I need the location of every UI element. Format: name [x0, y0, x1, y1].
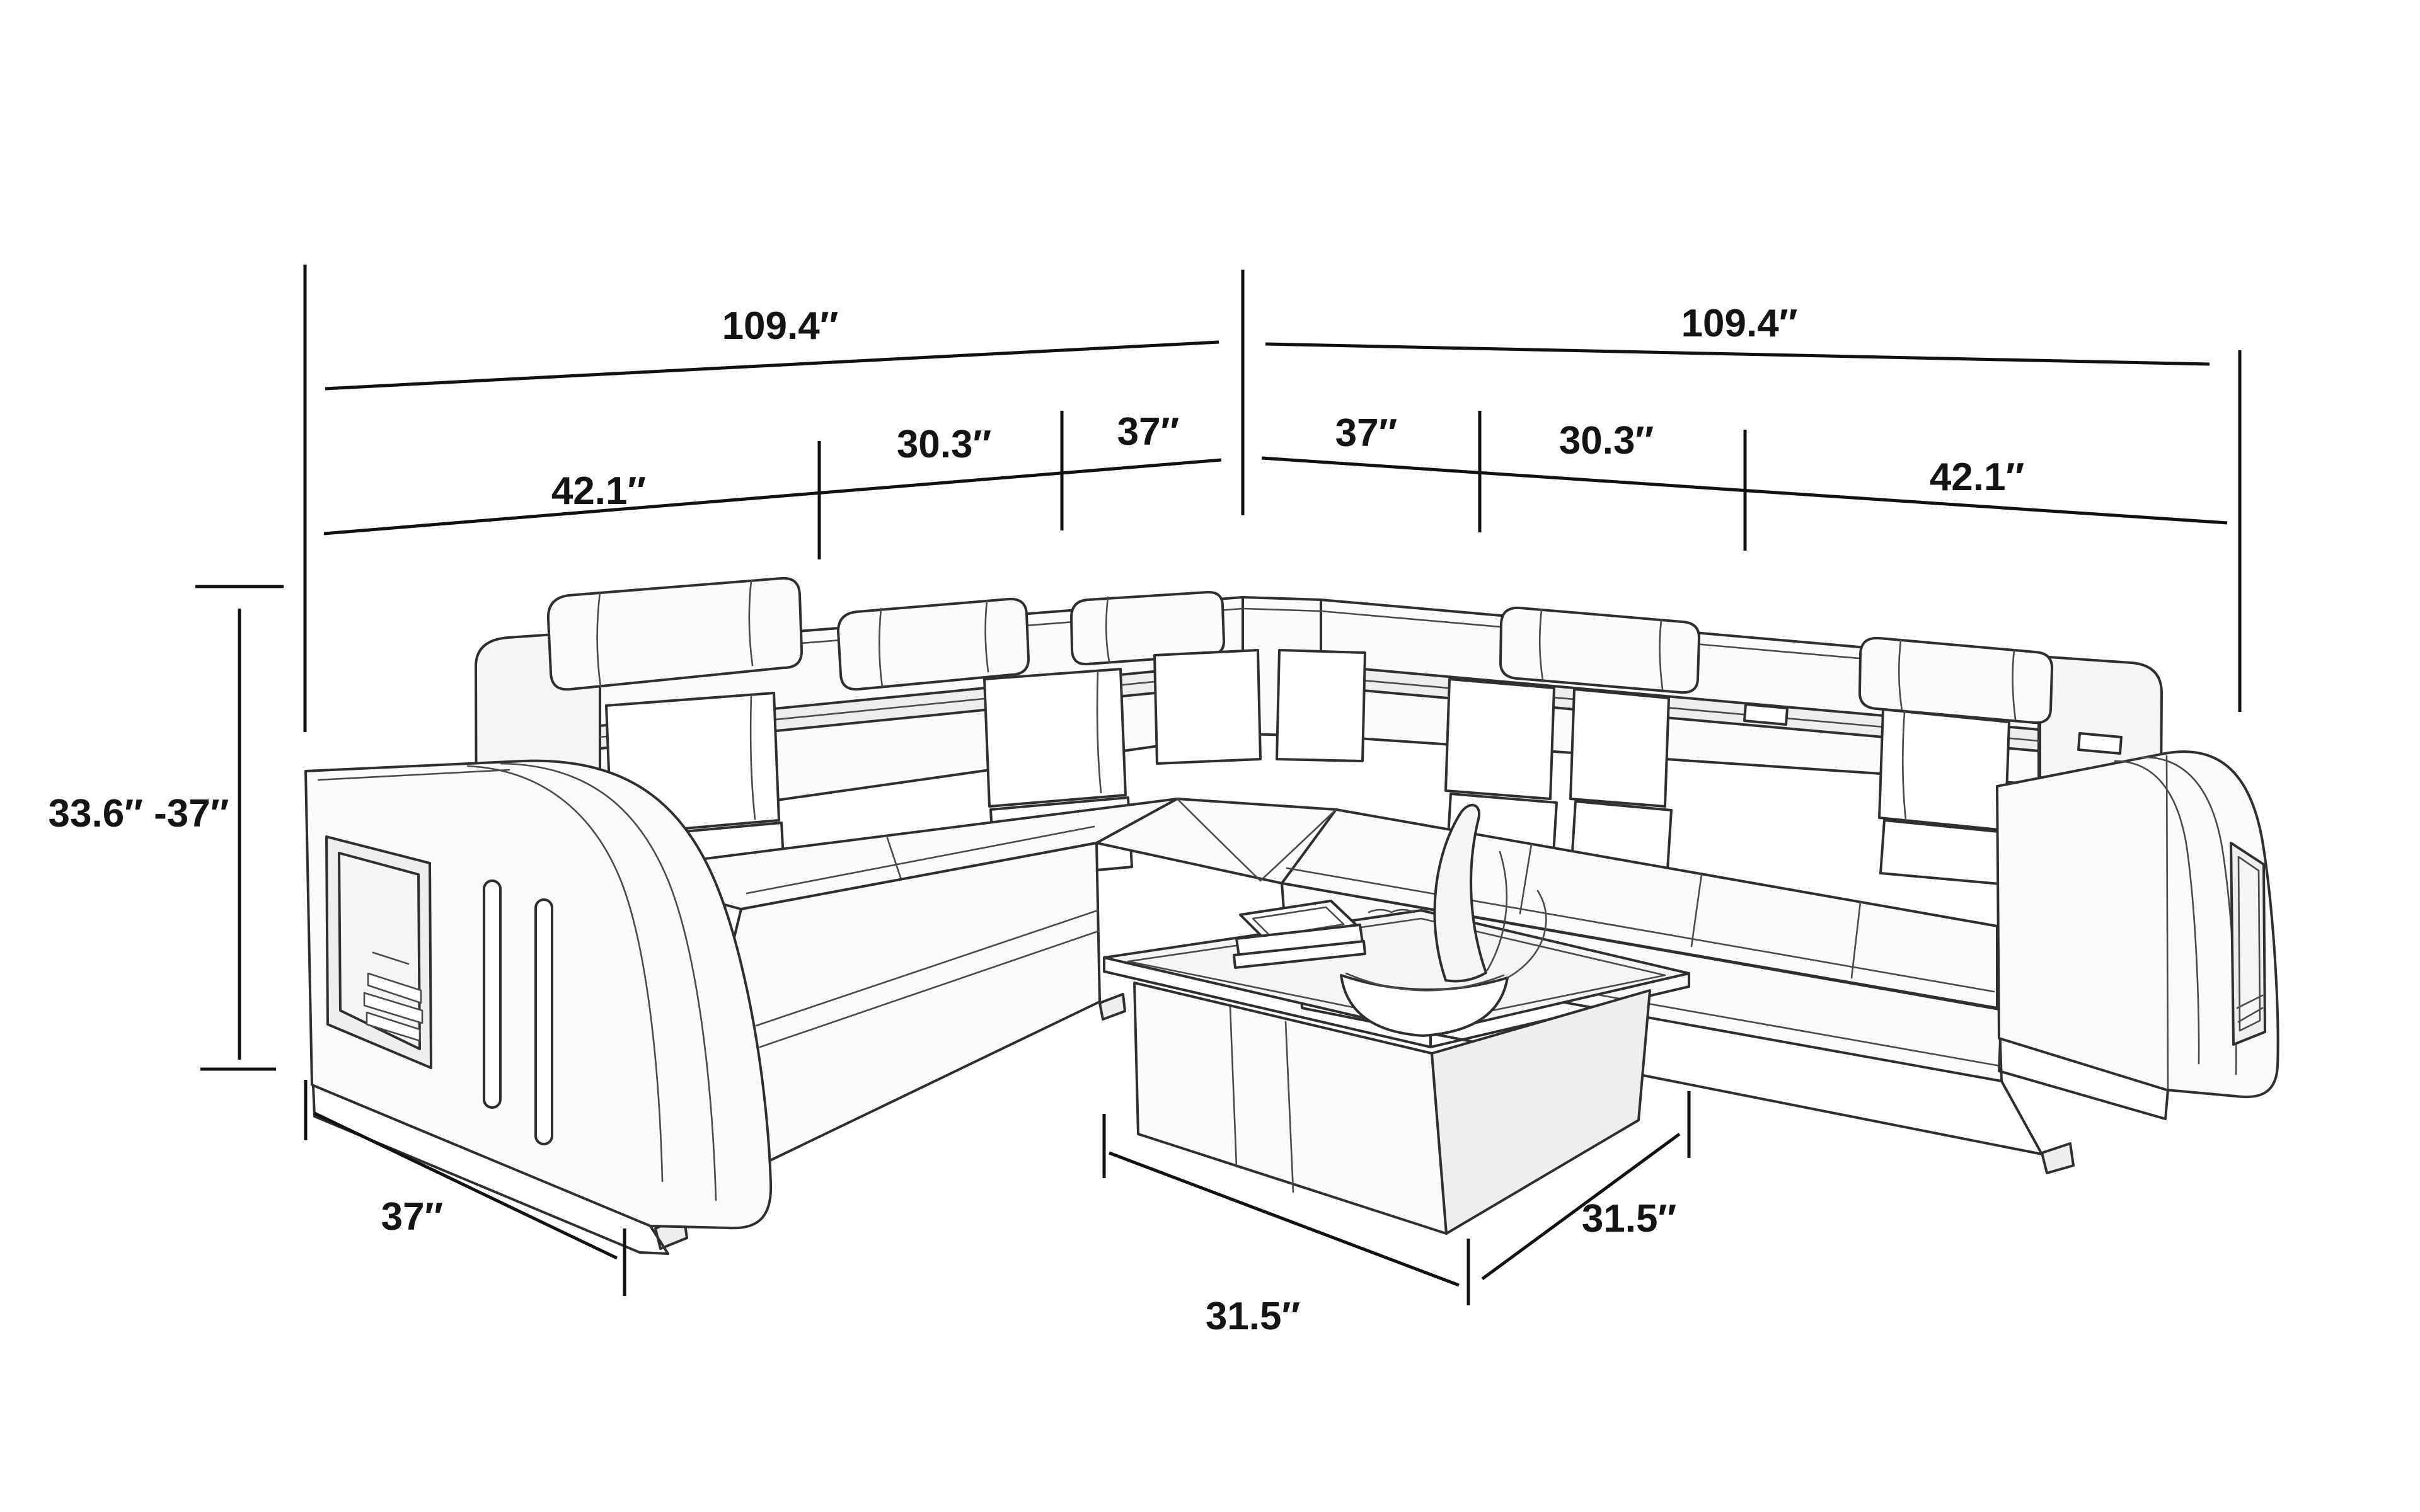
window-book-3: [366, 1011, 421, 1042]
right-armrest-skirt: [1998, 1040, 2169, 1120]
dim-left-wing-segments: 42.1″ 30.3″ 37″: [323, 410, 1222, 559]
seat-right-lip: [1286, 867, 1995, 993]
decor-goose-wing: [1486, 850, 1508, 971]
headrest-paddle-3-seam: [1105, 596, 1110, 663]
decor-book-2: [1233, 940, 1366, 969]
back-cushion-l2-seam: [1096, 670, 1102, 794]
back-cushion-corner-2: [1276, 649, 1366, 762]
dimension-annotations: 109.4″ 109.4″ 42.1″ 30.3″ 37″ 37″ 30.3″ …: [49, 265, 2242, 1338]
dim-line: [325, 340, 1219, 391]
seat-right-seam-3: [1850, 901, 1862, 979]
seat-right-seam-1: [1519, 843, 1533, 915]
left-armrest-band-1: [500, 762, 717, 1201]
dim-line: [1265, 342, 2210, 366]
right-window-shelf-1: [2236, 994, 2264, 1009]
window-book-2: [363, 992, 424, 1024]
right-armrest-window-recess: [2237, 856, 2261, 1032]
base-left-slot-a: [755, 909, 1099, 1027]
dim-label-armrest-width: 37″: [381, 1195, 444, 1239]
coffee-table-sketch: [1103, 804, 1690, 1235]
back-cushion-r3-seam: [1901, 711, 1907, 822]
headrest-paddle-5-seam-a: [1898, 639, 1903, 712]
dim-label-left-segment-2: 30.3″: [897, 423, 991, 466]
seat-right-seam-2: [1690, 873, 1703, 948]
headrest-paddle-5-seam-b: [2012, 649, 2017, 721]
headrest-paddle-4-seam-b: [1659, 619, 1664, 690]
dim-label-right-segment-3: 42.1″: [1930, 455, 2024, 499]
dim-left-wing-total: 109.4″: [325, 304, 1219, 391]
headrest-paddle-4: [1499, 606, 1701, 694]
headrest-paddle-5: [1858, 636, 2054, 724]
dim-line: [1481, 1132, 1681, 1281]
dim-label-table-depth: 31.5″: [1582, 1197, 1676, 1240]
headrest-paddle-4-seam-a: [1538, 609, 1544, 682]
headrest-paddle-1-seam-b: [748, 580, 754, 667]
table-base-stripe-2: [1284, 1021, 1294, 1193]
headrest-paddles: [546, 576, 2054, 724]
dim-line: [313, 1111, 618, 1260]
seat-corner-seam-a: [1176, 798, 1262, 882]
back-cushion-corner-1: [1153, 649, 1262, 765]
dim-line: [323, 458, 1222, 536]
table-base-right-face: [1431, 989, 1651, 1235]
dim-table-depth: 31.5″: [1481, 1091, 1691, 1281]
dim-label-right-segment-1: 37″: [1335, 411, 1398, 455]
dim-label-left-segment-1: 42.1″: [551, 469, 646, 513]
dim-label-right-wing-total: 109.4″: [1681, 302, 1798, 345]
dim-line: [1109, 1151, 1460, 1287]
window-book-1: [367, 972, 422, 1004]
left-armrest-window-recess: [338, 852, 421, 1050]
rail-clip-right-2: [2077, 732, 2123, 755]
left-armrest-skirt: [312, 1085, 669, 1255]
dim-label-right-segment-2: 30.3″: [1559, 419, 1654, 462]
seat-left-lip: [746, 825, 1095, 895]
dim-table-width: 31.5″: [1102, 1114, 1470, 1338]
window-shelf-line: [372, 951, 410, 965]
right-armrest: [1996, 750, 2279, 1120]
dim-right-wing-segments: 37″ 30.3″ 42.1″: [1261, 411, 2228, 551]
dim-label-back-height: 33.6″ -37″: [49, 792, 229, 835]
foot-middle: [1098, 993, 1126, 1021]
seat-corner-seam-b: [1259, 808, 1337, 882]
left-armrest-top-stripe: [317, 769, 510, 781]
base-left-slot-b: [759, 930, 1100, 1048]
right-armrest-band-2: [2114, 760, 2200, 1065]
left-armrest-led-slot-2: [534, 898, 553, 1145]
dim-label-left-wing-total: 109.4″: [722, 304, 839, 348]
lumbar-cushion-r3: [1879, 819, 2012, 886]
rail-clip-right-1: [1743, 703, 1789, 726]
back-cushion-r3: [1878, 708, 2010, 832]
table-top-items: [1233, 804, 1547, 1037]
headrest-paddle-3: [1070, 590, 1225, 666]
headrest-paddle-1: [546, 576, 804, 691]
back-corner-ridge-line: [1242, 607, 1322, 612]
back-cushion-r2: [1569, 688, 1670, 808]
left-armrest: [304, 759, 773, 1255]
back-cushion-l1-seam: [749, 694, 756, 820]
dim-armrest-width: 37″: [304, 1080, 626, 1296]
dim-label-left-segment-3: 37″: [1117, 410, 1180, 454]
headrest-paddle-1-seam-a: [596, 591, 602, 688]
back-cushion-r1: [1444, 678, 1555, 800]
decor-handle-arc: [1506, 890, 1547, 979]
right-armrest-corner-edge: [2165, 755, 2169, 1091]
decor-glasses: [1368, 908, 1415, 914]
left-armrest-led-slot-1: [483, 879, 502, 1109]
dim-label-table-width: 31.5″: [1206, 1295, 1300, 1338]
back-cushion-l2: [983, 668, 1127, 808]
headrest-paddle-2: [837, 597, 1030, 691]
dim-right-wing-total: 109.4″: [1265, 302, 2210, 366]
right-armrest-body: [1996, 750, 2279, 1099]
right-window-shelf-2: [2237, 1007, 2264, 1023]
table-base-stripe-1: [1229, 1005, 1238, 1168]
decor-box-inner: [1252, 906, 1345, 937]
decor-bowl-rim: [1345, 972, 1505, 992]
foot-right: [2041, 1142, 2075, 1174]
dim-back-height: 33.6″ -37″: [49, 585, 284, 1071]
headrest-paddle-2-seam-a: [878, 607, 884, 688]
headrest-paddle-2-seam-b: [984, 600, 989, 673]
decor-goose-sculpture: [1433, 804, 1487, 983]
left-armrest-band-2: [466, 765, 664, 1183]
